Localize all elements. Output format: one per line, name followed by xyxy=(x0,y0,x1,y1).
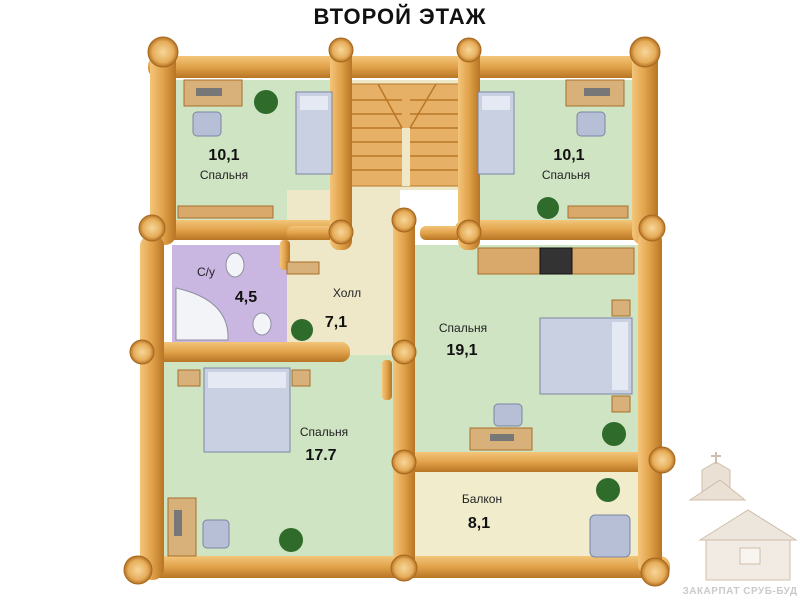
room-area: 4,5 xyxy=(235,289,257,306)
walls xyxy=(123,36,676,587)
plan-title: ВТОРОЙ ЭТАЖ xyxy=(313,4,487,29)
plant-icon xyxy=(291,319,313,341)
staircase xyxy=(349,83,463,187)
room-area: 10,1 xyxy=(208,147,239,164)
room-name: С/у xyxy=(197,265,215,279)
armchair xyxy=(192,111,222,137)
room-area: 7,1 xyxy=(325,314,347,331)
armchair xyxy=(493,403,523,427)
room-name: Спальня xyxy=(200,168,248,182)
shelves xyxy=(177,205,635,275)
armchair xyxy=(202,519,230,549)
plant-icon xyxy=(279,528,303,552)
sink xyxy=(252,312,272,336)
bathtub xyxy=(175,287,229,341)
plant-icon xyxy=(596,478,620,502)
plant-icon xyxy=(537,197,559,219)
plant-icon xyxy=(602,422,626,446)
room-area: 17.7 xyxy=(305,447,336,464)
armchair xyxy=(589,514,631,558)
room-name: Спальня xyxy=(300,425,348,439)
logo-text: ЗАКАРПАТ СРУБ-БУД xyxy=(682,586,797,597)
room-labels: 10,1 Спальня 10,1 Спальня С/у 4,5 Холл 7… xyxy=(197,147,590,532)
armchair xyxy=(576,111,606,137)
furniture xyxy=(167,79,633,558)
plant-icon xyxy=(254,90,278,114)
room-area: 19,1 xyxy=(446,342,477,359)
room-area: 8,1 xyxy=(468,515,490,532)
room-name: Спальня xyxy=(439,321,487,335)
room-name: Балкон xyxy=(462,492,502,506)
room-name: Холл xyxy=(333,286,361,300)
company-logo: ЗАКАРПАТ СРУБ-БУД xyxy=(682,452,798,597)
room-name: Спальня xyxy=(542,168,590,182)
toilet xyxy=(225,252,245,278)
room-area: 10,1 xyxy=(553,147,584,164)
